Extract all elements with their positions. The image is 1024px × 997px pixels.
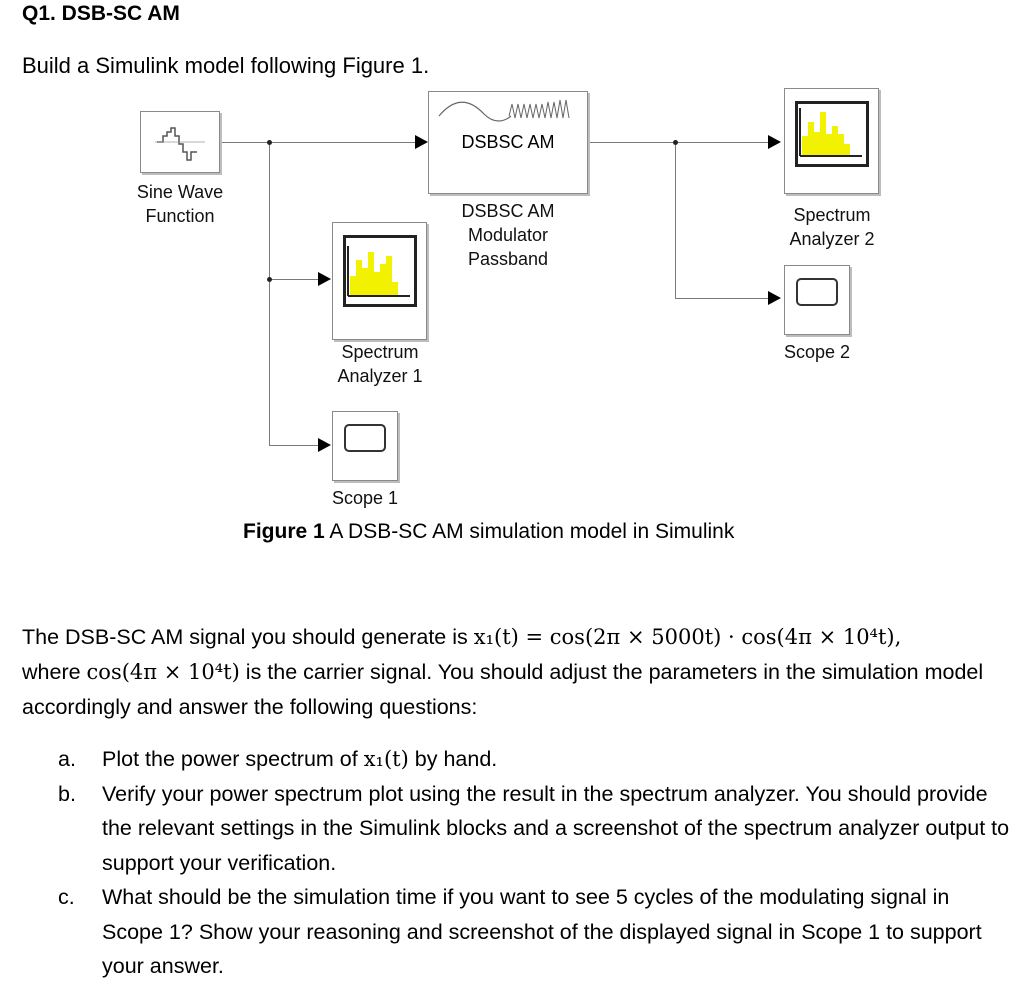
wire-branch-vertical-right — [675, 142, 676, 298]
question-list: a. Plot the power spectrum of x₁(t) by h… — [22, 742, 1012, 984]
scope-1-block[interactable] — [332, 411, 398, 481]
arrow-into-spectrum2 — [768, 135, 781, 149]
problem-paragraph: The DSB-SC AM signal you should generate… — [22, 620, 1007, 725]
question-text-post: by hand. — [408, 747, 498, 771]
sine-wave-label: Sine Wave Function — [100, 180, 260, 228]
branch-point-left-top — [267, 140, 272, 145]
spectrum-analyzer-2-block[interactable] — [784, 88, 879, 194]
wire-sine-to-dsbsc — [220, 142, 417, 143]
spectrum-analyzer-1-block[interactable] — [332, 222, 427, 340]
question-item: c. What should be the simulation time if… — [22, 880, 1012, 984]
spectrum-bars-icon — [343, 235, 417, 307]
spectrum-bars-icon — [795, 101, 869, 167]
question-text: Verify your power spectrum plot using th… — [102, 781, 1010, 875]
scope-2-label: Scope 2 — [783, 342, 851, 362]
arrow-into-scope2 — [768, 291, 781, 305]
figure-number: Figure 1 — [243, 520, 325, 543]
scope-1-label: Scope 1 — [331, 488, 399, 508]
dsbsc-label-line3: Passband — [467, 249, 549, 269]
para-text-3: is the carrier signal. You should adjust… — [22, 660, 984, 719]
wire-to-scope2 — [675, 298, 769, 299]
scope-screen-icon — [344, 424, 386, 452]
wire-to-scope1 — [269, 445, 319, 446]
question-item: a. Plot the power spectrum of x₁(t) by h… — [22, 742, 1012, 777]
wire-dsbsc-to-spectrum2 — [589, 142, 769, 143]
para-text-1: The DSB-SC AM signal you should generate… — [22, 625, 474, 649]
para-text-2: where — [22, 660, 87, 684]
simulink-diagram: Sine Wave Function DSBSC AM DSBSC AM Mod… — [100, 88, 912, 508]
dsbsc-label: DSBSC AM Modulator Passband — [418, 199, 598, 271]
branch-point-right — [673, 140, 678, 145]
arrow-into-spectrum1 — [318, 272, 331, 286]
signal-equation: x₁(t) = cos(2π × 5000t) · cos(4π × 10⁴t)… — [473, 625, 902, 649]
carrier-equation: cos(4π × 10⁴t) — [86, 660, 240, 684]
arrow-into-scope1 — [318, 438, 331, 452]
question-text: Plot the power spectrum of — [102, 747, 364, 771]
sine-wave-block[interactable] — [140, 111, 220, 173]
spectrum-analyzer-2-label: Spectrum Analyzer 2 — [752, 203, 912, 251]
question-text: What should be the simulation time if yo… — [102, 885, 982, 978]
question-math: x₁(t) — [363, 747, 409, 771]
spectrum1-label-line1: Spectrum — [341, 342, 419, 362]
dsbsc-label-line1: DSBSC AM — [461, 201, 555, 221]
scope-screen-icon — [796, 278, 838, 306]
dsbsc-label-line2: Modulator — [467, 225, 549, 245]
sine-label-line1: Sine Wave — [136, 182, 224, 202]
sine-label-line2: Function — [145, 206, 215, 226]
figure-caption-text: A DSB-SC AM simulation model in Simulink — [324, 520, 735, 543]
branch-point-left-mid — [267, 277, 272, 282]
wire-to-spectrum1 — [269, 279, 319, 280]
page-title: Q1. DSB-SC AM — [22, 2, 180, 25]
arrow-into-dsbsc — [415, 135, 428, 149]
figure-caption: Figure 1 A DSB-SC AM simulation model in… — [243, 520, 734, 544]
spectrum-analyzer-1-label: Spectrum Analyzer 1 — [300, 340, 460, 388]
sine-wave-source-icon — [155, 127, 205, 161]
question-letter: b. — [58, 781, 76, 806]
modulated-wave-icon — [438, 99, 570, 122]
intro-text: Build a Simulink model following Figure … — [22, 53, 430, 78]
question-item: b. Verify your power spectrum plot using… — [22, 777, 1012, 881]
spectrum2-label-line1: Spectrum — [793, 205, 871, 225]
dsbsc-am-block[interactable]: DSBSC AM — [428, 91, 588, 194]
dsbsc-inner-text: DSBSC AM — [461, 132, 555, 152]
spectrum1-label-line2: Analyzer 1 — [337, 366, 423, 386]
scope-2-block[interactable] — [784, 265, 850, 335]
question-letter: c. — [58, 885, 75, 909]
question-letter: a. — [58, 747, 76, 771]
spectrum2-label-line2: Analyzer 2 — [789, 229, 875, 249]
wire-branch-vertical-left — [269, 142, 270, 445]
